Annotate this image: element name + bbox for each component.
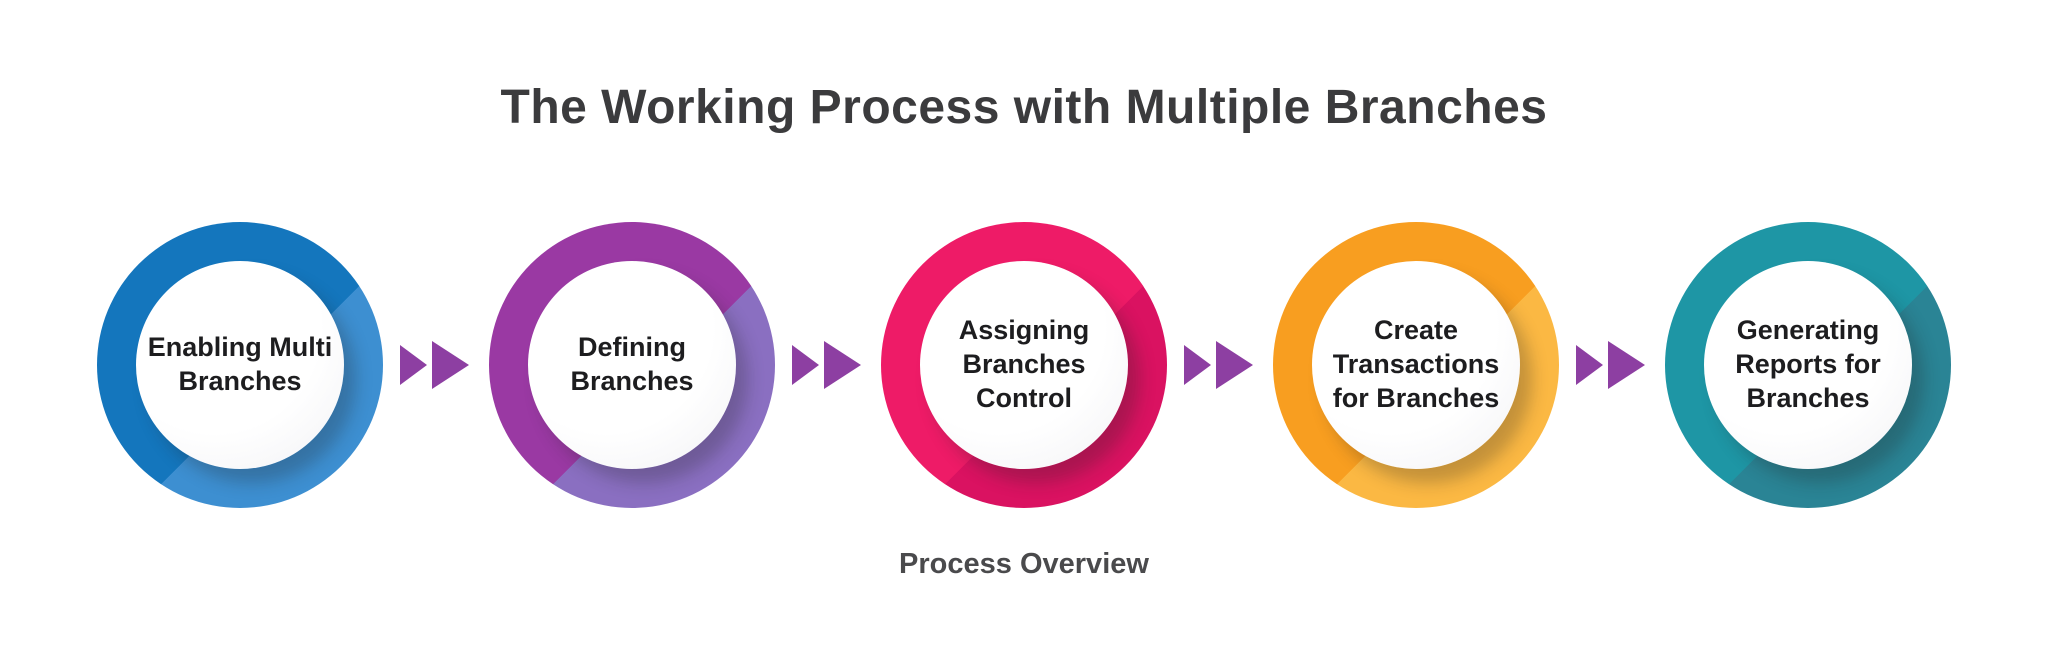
process-steps-row: Enabling Multi Branches Defining Branche…: [0, 222, 2048, 508]
caption-process-overview: Process Overview: [899, 548, 1149, 580]
step-inner-disc: Create Transactions for Branches: [1312, 261, 1520, 469]
step-circle-generating-reports-for-branches: Generating Reports for Branches: [1665, 222, 1951, 508]
step-label: Assigning Branches Control: [958, 315, 1090, 413]
fast-forward-arrow-icon: [792, 341, 864, 389]
arrow-triangle-large: [1608, 341, 1648, 389]
step-inner-disc: Defining Branches: [528, 261, 736, 469]
step-inner-disc: Enabling Multi Branches: [136, 261, 344, 469]
fast-forward-arrow-icon: [1576, 341, 1648, 389]
arrow-triangle-small: [1184, 345, 1214, 385]
arrow-triangle-small: [400, 345, 430, 385]
step-label: Generating Reports for Branches: [1735, 315, 1881, 413]
page-title: The Working Process with Multiple Branch…: [500, 81, 1548, 134]
arrow-triangle-small: [792, 345, 822, 385]
arrow-triangle-large: [1216, 341, 1256, 389]
step-circle-assigning-branches-control: Assigning Branches Control: [881, 222, 1167, 508]
arrow-triangle-large: [432, 341, 472, 389]
step-circle-defining-branches: Defining Branches: [489, 222, 775, 508]
step-label: Defining Branches: [570, 332, 694, 396]
fast-forward-arrow-icon: [1184, 341, 1256, 389]
step-label: Create Transactions for Branches: [1332, 315, 1500, 413]
arrow-triangle-small: [1576, 345, 1606, 385]
step-label: Enabling Multi Branches: [147, 332, 333, 396]
step-inner-disc: Assigning Branches Control: [920, 261, 1128, 469]
step-inner-disc: Generating Reports for Branches: [1704, 261, 1912, 469]
step-circle-enabling-multi-branches: Enabling Multi Branches: [97, 222, 383, 508]
arrow-triangle-large: [824, 341, 864, 389]
step-circle-create-transactions-for-branches: Create Transactions for Branches: [1273, 222, 1559, 508]
fast-forward-arrow-icon: [400, 341, 472, 389]
